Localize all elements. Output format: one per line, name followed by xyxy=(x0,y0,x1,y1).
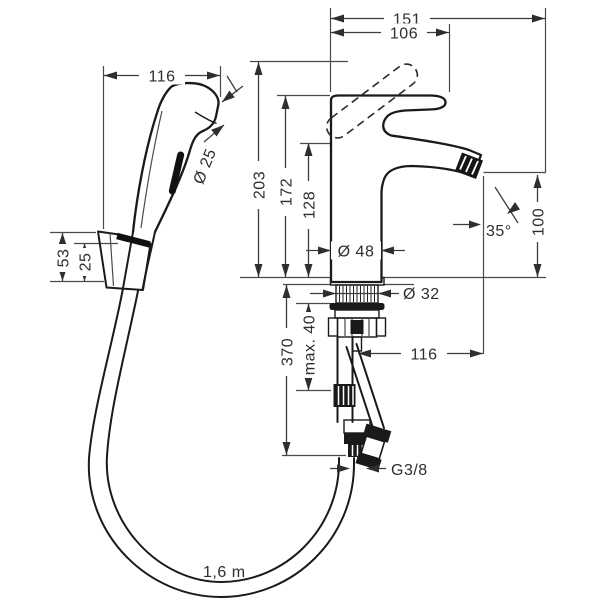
reference-lines xyxy=(50,8,547,457)
dimension-texts: 151 106 116 Ø 25 53 25 203 172 128 Ø 48 … xyxy=(54,9,548,581)
shower-hose-inner xyxy=(105,290,340,583)
braid-stripes xyxy=(337,386,354,405)
dim-116-top: 116 xyxy=(148,69,175,86)
supply-pipe xyxy=(336,336,354,423)
dim-53: 53 xyxy=(56,249,73,268)
spray-face-line xyxy=(194,111,217,125)
dim-25: 25 xyxy=(78,253,95,272)
diagonal-hose-connector xyxy=(355,423,392,471)
holder-inner-line xyxy=(109,232,115,287)
hose-connector-mid xyxy=(344,433,370,444)
dim-203: 203 xyxy=(252,171,269,199)
aerator xyxy=(455,152,483,179)
dim-116-bottom: 116 xyxy=(410,347,437,364)
washer xyxy=(329,303,385,310)
dim-370: 370 xyxy=(280,338,297,366)
holder-clamp-bar xyxy=(116,232,151,248)
dim-100: 100 xyxy=(531,208,548,236)
nut-wing-left xyxy=(327,317,339,337)
dim-dia-25: Ø 25 xyxy=(191,146,221,186)
dim-172: 172 xyxy=(279,178,296,206)
nut-wing-right xyxy=(375,317,387,337)
dim-dia-32: Ø 32 xyxy=(403,286,440,303)
hand-shower-outline xyxy=(131,81,220,234)
dim-max-40: max. 40 xyxy=(302,315,319,375)
nut-top xyxy=(334,309,380,319)
dim-angle-35: 35° xyxy=(486,223,512,240)
dim-thread-g38: G3/8 xyxy=(391,462,428,479)
dim-dia-48: Ø 48 xyxy=(338,244,375,261)
faucet-body-outline xyxy=(329,94,483,284)
handle-highlight-line xyxy=(140,110,163,229)
dim-hose-length: 1,6 m xyxy=(203,564,246,581)
faucet-group xyxy=(325,63,483,471)
dim-128: 128 xyxy=(302,191,319,219)
holder-outline xyxy=(97,230,152,291)
mounting-shank-group xyxy=(327,284,392,471)
pipe-braid xyxy=(333,384,356,407)
nut-center xyxy=(350,320,364,334)
shower-hose-outer xyxy=(87,290,355,598)
diagonal-hose xyxy=(345,343,385,432)
lever-open-position-dashed xyxy=(325,63,419,139)
dim-106: 106 xyxy=(390,26,418,43)
hand-shower-group xyxy=(87,81,355,598)
trigger-button xyxy=(168,151,185,195)
